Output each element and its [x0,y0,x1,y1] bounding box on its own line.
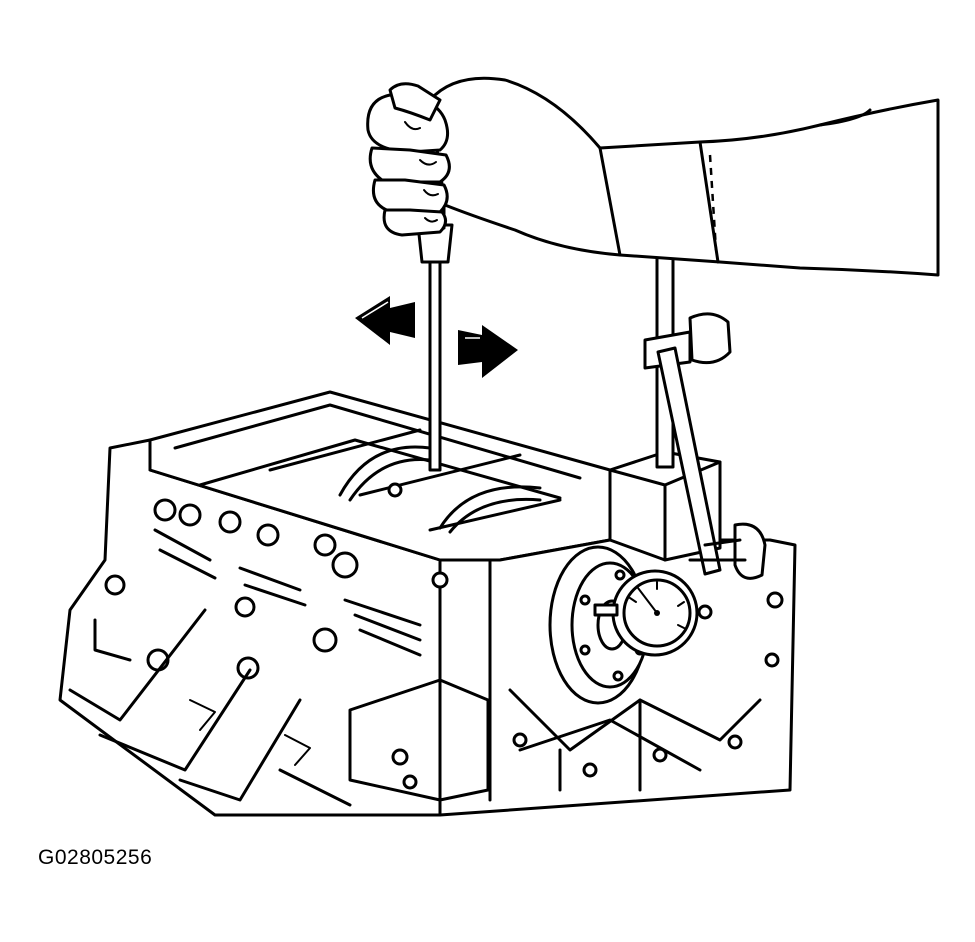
double-arrow-icon [355,296,518,378]
hand-icon [366,76,940,277]
side-bolts [104,482,449,680]
figure-id-label: G02805256 [38,846,153,869]
dial-indicator-icon [593,312,767,657]
